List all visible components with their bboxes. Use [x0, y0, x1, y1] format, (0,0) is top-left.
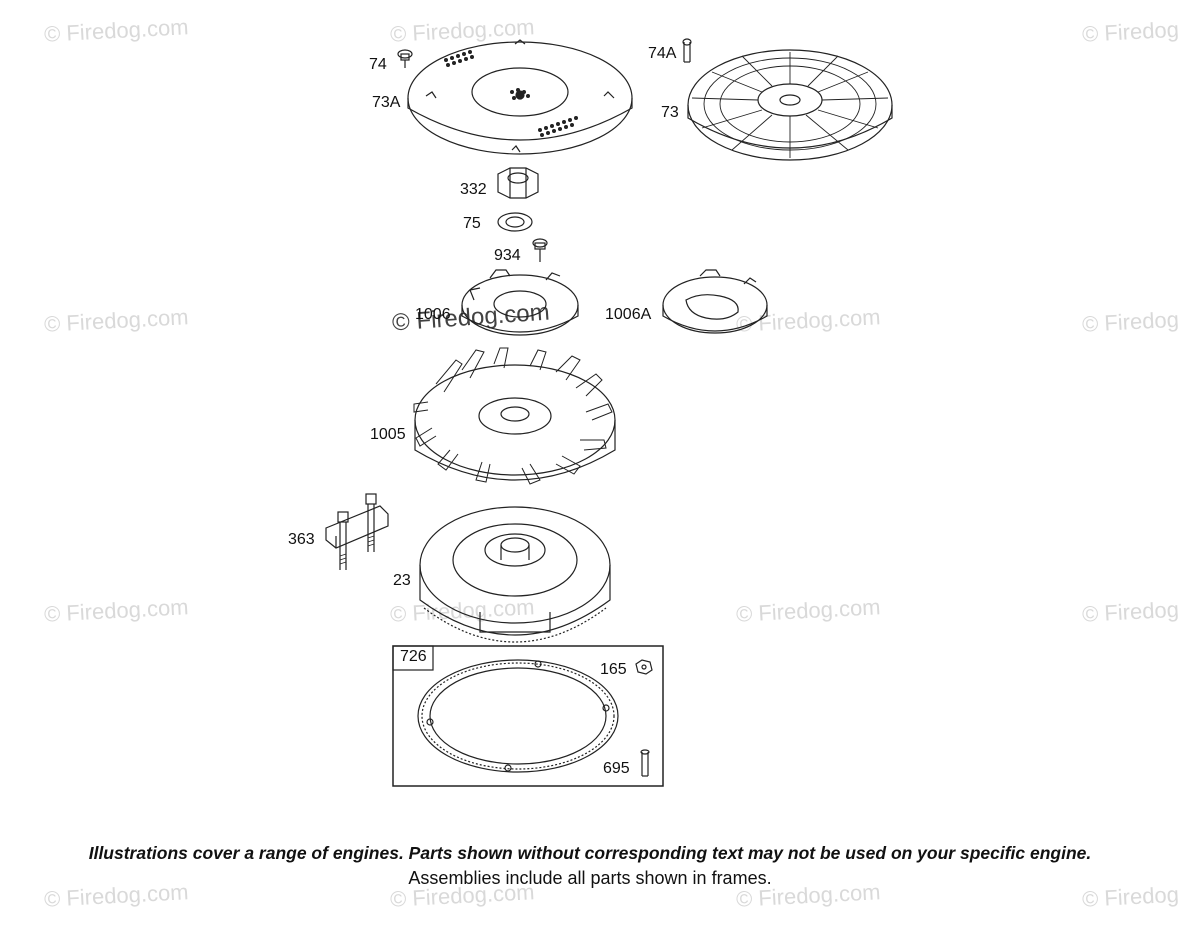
callout-934: 934	[494, 247, 521, 264]
nut-332-part	[497, 167, 539, 199]
callout-332: 332	[460, 181, 487, 198]
callout-73: 73	[661, 104, 679, 121]
assembly-frame	[392, 645, 664, 787]
washer-75-part	[497, 212, 533, 232]
callout-74: 74	[369, 56, 387, 73]
frame-label-box	[392, 645, 434, 671]
assemblies-note: Assemblies include all parts shown in fr…	[408, 868, 772, 888]
rotating-screen-73-part	[687, 49, 893, 161]
fan-retainer-1006-part	[461, 269, 579, 336]
callout-695: 695	[603, 760, 630, 777]
nut-165-part	[635, 659, 653, 675]
disclaimer-text: Illustrations cover a range of engines. …	[88, 843, 1092, 863]
callout-1006a: 1006A	[605, 306, 652, 323]
callout-74a: 74A	[648, 45, 677, 62]
fan-1005-part	[413, 347, 616, 485]
screw-74a-part	[682, 38, 692, 63]
bolt-695-part	[640, 749, 650, 777]
ring-gear-726-part	[417, 659, 619, 773]
flywheel-23-part	[419, 506, 611, 643]
callout-726: 726	[400, 648, 427, 665]
callout-23: 23	[393, 572, 411, 589]
callout-363: 363	[288, 531, 315, 548]
callout-165: 165	[600, 661, 627, 678]
callout-75: 75	[463, 215, 481, 232]
callout-1006: 1006	[415, 306, 451, 323]
callout-1005: 1005	[370, 426, 406, 443]
fan-retainer-1006a-part	[662, 269, 768, 334]
screen-plate-73a-part	[407, 39, 633, 155]
bracket-363-part	[325, 493, 389, 570]
screw-934-part	[532, 238, 548, 262]
screw-74-part	[397, 49, 413, 68]
callout-73a: 73A	[372, 94, 401, 111]
